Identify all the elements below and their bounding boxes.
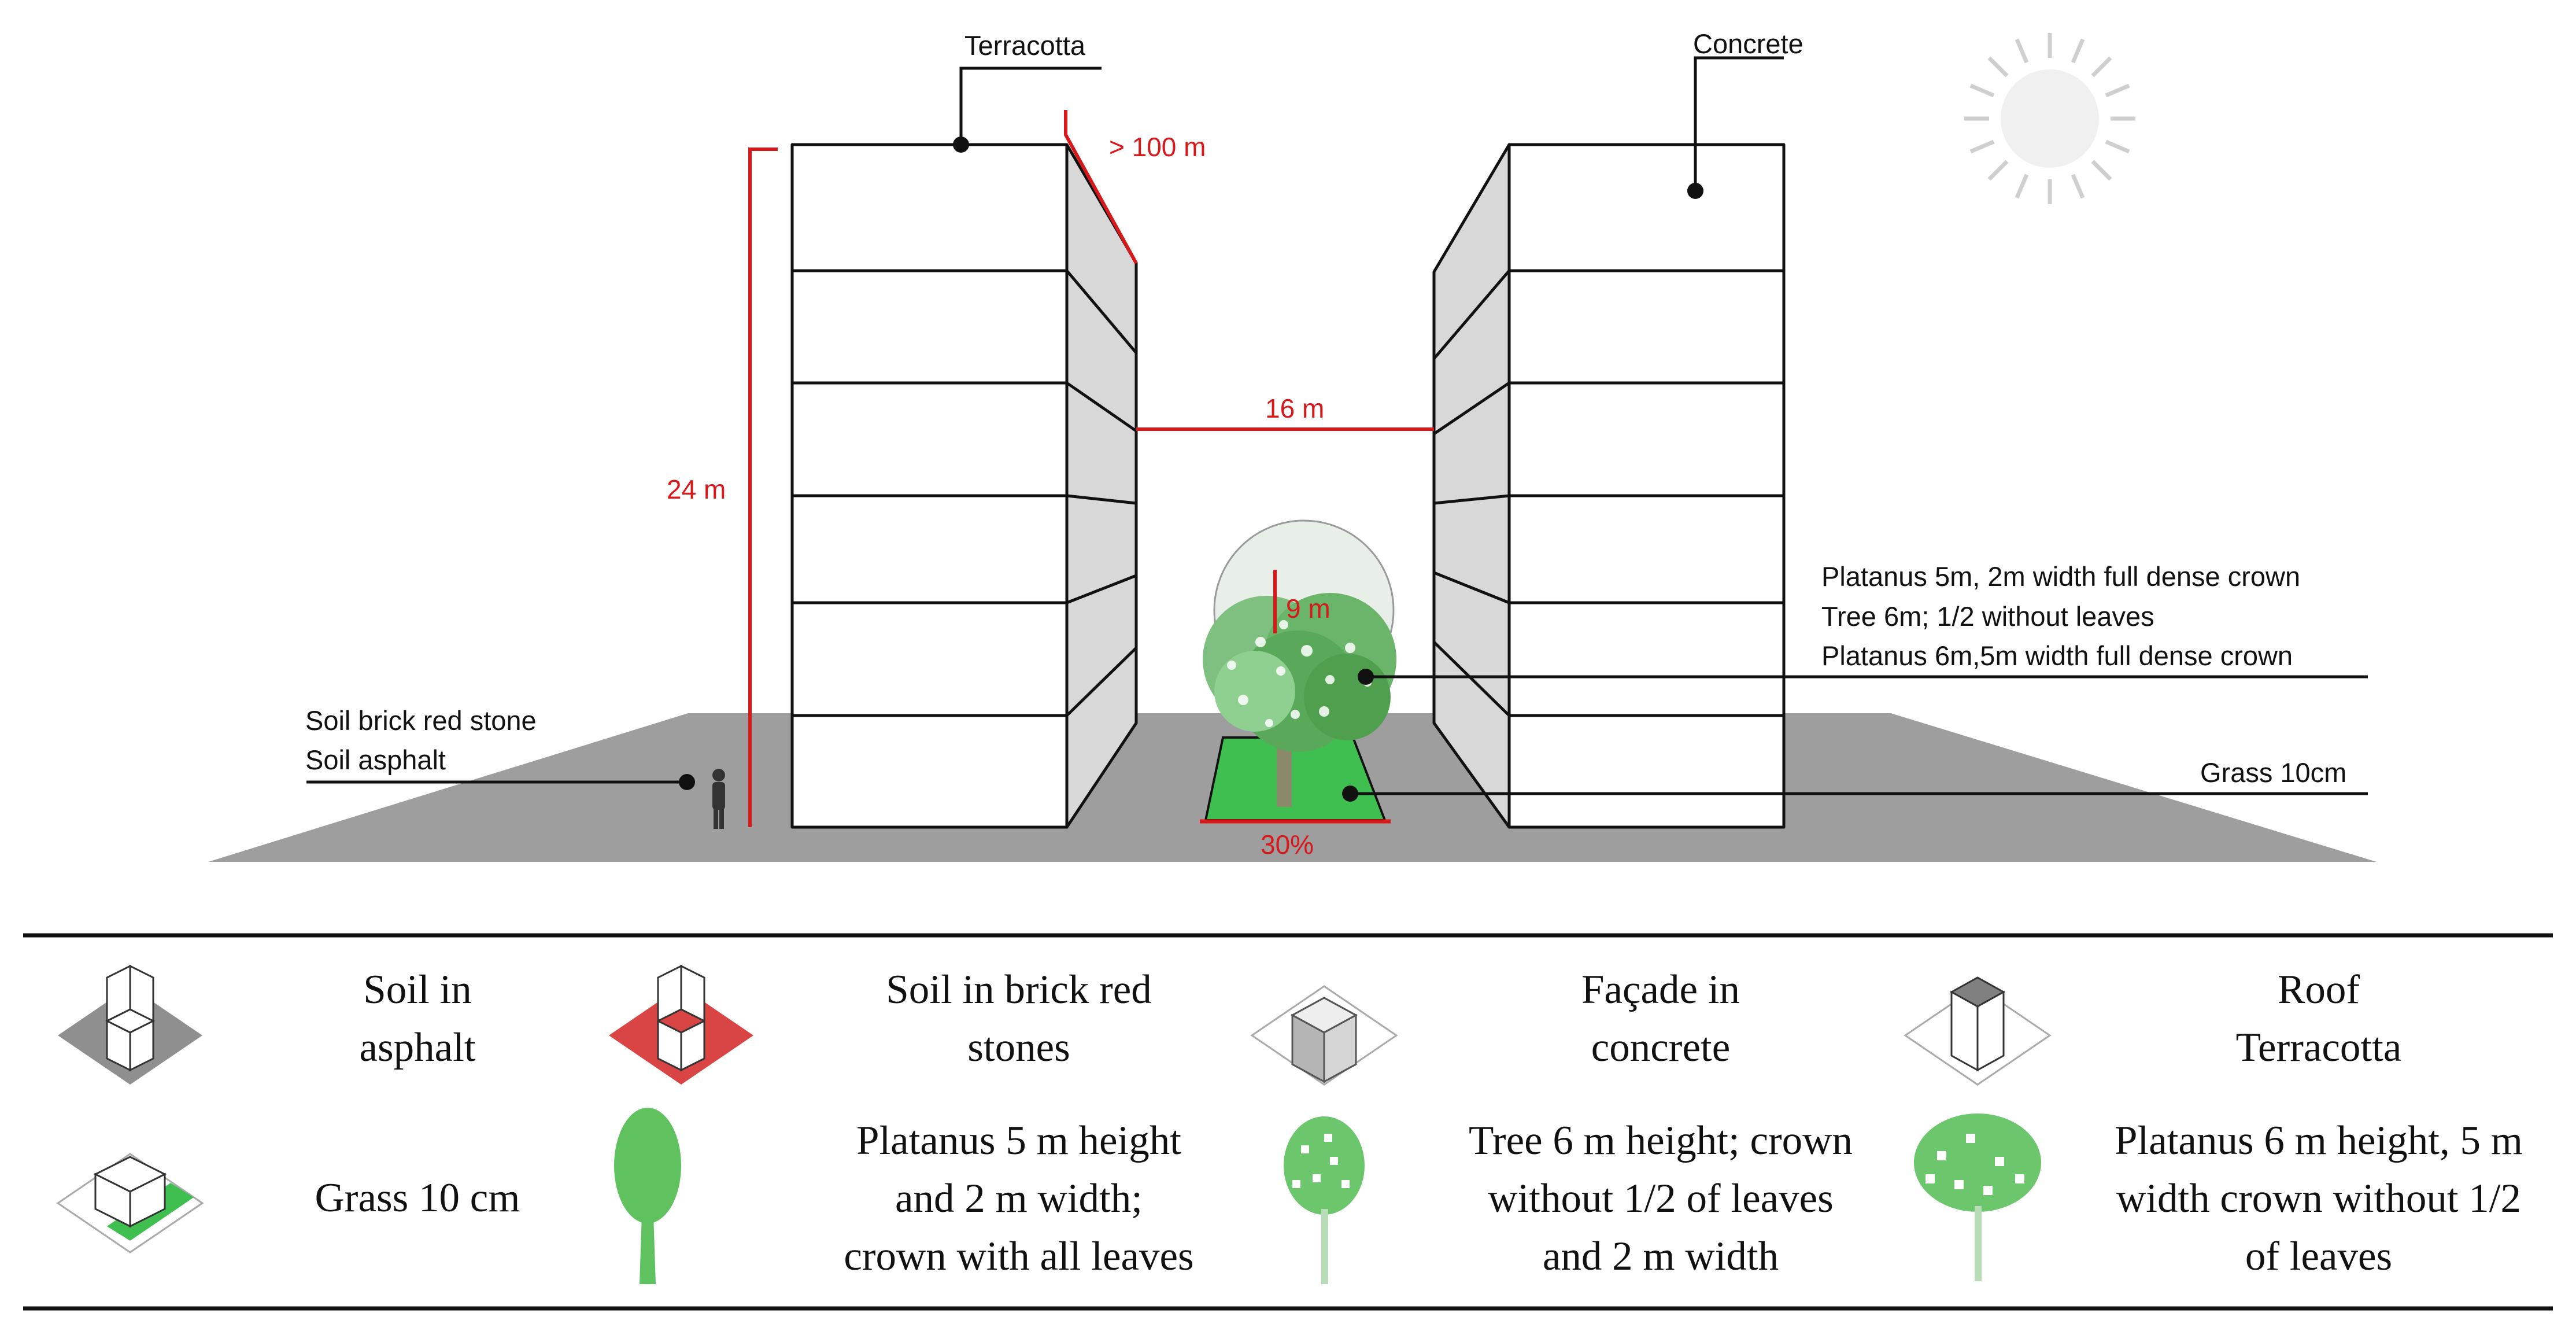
legend-wide-platanus-line-2: width crown without 1/2 (2116, 1176, 2521, 1221)
legend-asphalt-line-1: Soil in (363, 967, 471, 1012)
legend-dense-platanus-line-3: crown with all leaves (844, 1234, 1193, 1279)
ground-label-brick: Soil brick red stone (305, 705, 537, 736)
right-building (1432, 143, 1786, 829)
sun-icon (1964, 33, 2135, 204)
ground-label-asphalt: Soil asphalt (305, 744, 446, 775)
building-height-dimension (748, 148, 778, 827)
legend-concrete-line-1: Façade in (1581, 967, 1740, 1012)
grass-cover-label: 30% (1261, 829, 1314, 860)
crown-height-label: 9 m (1286, 593, 1330, 624)
legend-grass-line-1: Grass 10 cm (315, 1175, 520, 1221)
facade-leader-line (1694, 56, 1784, 191)
brick-soil-icon (609, 964, 753, 1085)
legend-dense-platanus-line-2: and 2 m width; (895, 1176, 1143, 1221)
tree-label-dense: Platanus 5m, 2m width full dense crown (1821, 561, 2300, 592)
building-depth-label: > 100 m (1109, 132, 1206, 162)
right-building-front-face (1507, 143, 1786, 829)
left-building (790, 143, 1138, 829)
roof-leader-line (959, 67, 1102, 145)
tree-label-half: Tree 6m; 1/2 without leaves (1821, 601, 2154, 632)
terracotta-roof-icon (1904, 976, 2052, 1086)
legend-brick-line-1: Soil in brick red (886, 967, 1151, 1012)
dimension-lines (748, 110, 1434, 827)
street-width-label: 16 m (1265, 393, 1324, 423)
left-building-front-face (790, 143, 1069, 829)
wide-platanus-icon (1914, 1113, 2041, 1281)
legend-concrete-line-2: concrete (1591, 1025, 1730, 1070)
building-depth-dimension (1064, 110, 1138, 264)
concrete-facade-icon (1250, 985, 1398, 1086)
asphalt-soil-icon (58, 964, 202, 1085)
legend-wide-platanus-line-3: of leaves (2245, 1234, 2392, 1279)
legend-half-leaf-tree-line-2: without 1/2 of leaves (1488, 1176, 1833, 1221)
building-height-label: 24 m (667, 474, 726, 504)
legend-asphalt-line-2: asphalt (359, 1025, 475, 1070)
callout-dots (679, 137, 1703, 802)
dense-platanus-icon (614, 1108, 681, 1284)
leader-lines (306, 56, 2368, 795)
grass-label: Grass 10cm (2200, 757, 2346, 788)
legend-dense-platanus-line-1: Platanus 5 m height (856, 1118, 1181, 1163)
roof-material-label: Terracotta (964, 30, 1086, 61)
grass-icon (56, 1153, 204, 1253)
legend-half-leaf-tree-line-3: and 2 m width (1543, 1234, 1779, 1279)
tree-label-wide: Platanus 6m,5m width full dense crown (1821, 640, 2293, 671)
facade-material-label: Concrete (1693, 28, 1803, 59)
legend-wide-platanus-line-1: Platanus 6 m height, 5 m (2115, 1118, 2523, 1163)
legend-brick-line-2: stones (967, 1025, 1070, 1070)
street-tree (1203, 519, 1396, 807)
legend-terracotta-line-1: Roof (2278, 967, 2360, 1012)
pedestrian-icon (712, 769, 725, 829)
legend-terracotta-line-2: Terracotta (2236, 1025, 2402, 1070)
right-building-side-face (1432, 143, 1511, 829)
half-leaf-tree-icon (1284, 1116, 1365, 1284)
legend-half-leaf-tree-line-1: Tree 6 m height; crown (1469, 1118, 1853, 1163)
